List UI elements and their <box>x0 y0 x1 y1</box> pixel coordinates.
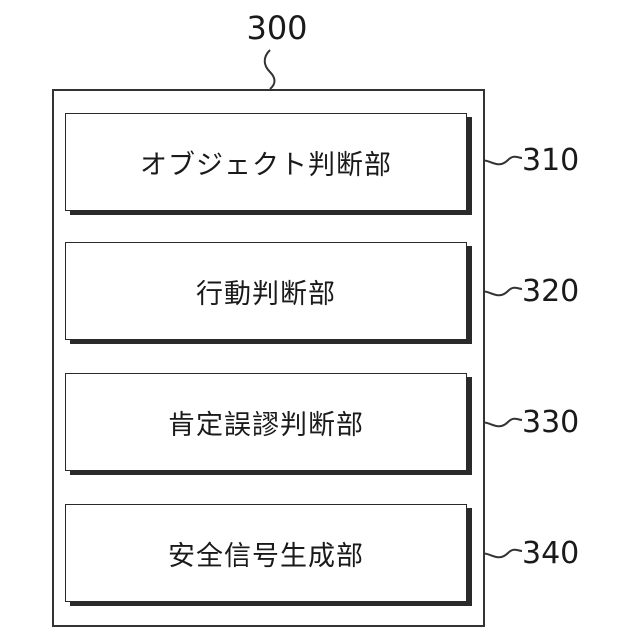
module-action-judgment: 行動判断部 <box>65 242 467 340</box>
module-label: 安全信号生成部 <box>168 534 364 573</box>
module-affirmation-fallacy-judgment: 肯定誤謬判断部 <box>65 373 467 471</box>
module-label: 行動判断部 <box>196 272 336 311</box>
module-ref-label: 310 <box>522 143 622 179</box>
module-object-judgment: オブジェクト判断部 <box>65 113 467 211</box>
leader-line-300 <box>265 50 275 89</box>
module-ref-label: 320 <box>522 274 622 310</box>
module-ref-label: 340 <box>522 536 622 572</box>
module-label: 肯定誤謬判断部 <box>168 403 364 442</box>
module-safety-signal-generation: 安全信号生成部 <box>65 504 467 602</box>
module-ref-label: 330 <box>522 405 622 441</box>
container-ref-label: 300 <box>222 8 332 48</box>
module-label: オブジェクト判断部 <box>140 143 392 182</box>
